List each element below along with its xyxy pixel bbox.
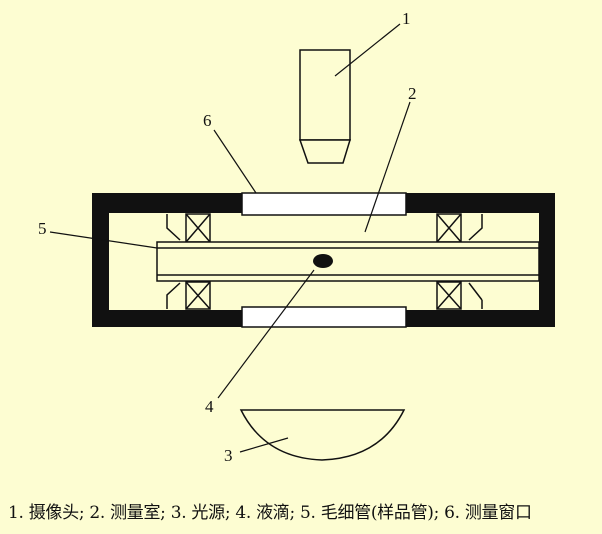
measurement-window-bottom <box>241 306 407 328</box>
label-6: 6 <box>203 111 212 130</box>
droplet <box>313 254 333 268</box>
leader-lines <box>49 23 411 453</box>
label-4: 4 <box>205 397 214 416</box>
label-3: 3 <box>224 446 233 465</box>
capillary-tube <box>156 241 540 282</box>
label-2: 2 <box>408 84 417 103</box>
label-1: 1 <box>402 9 411 28</box>
camera <box>298 49 352 164</box>
light-source <box>239 409 406 461</box>
measurement-window-top <box>241 192 407 216</box>
legend-caption: 1. 摄像头; 2. 测量室; 3. 光源; 4. 液滴; 5. 毛细管(样品管… <box>8 503 532 523</box>
label-5: 5 <box>38 219 47 238</box>
bearings <box>166 213 483 310</box>
measurement-chamber <box>92 192 555 328</box>
